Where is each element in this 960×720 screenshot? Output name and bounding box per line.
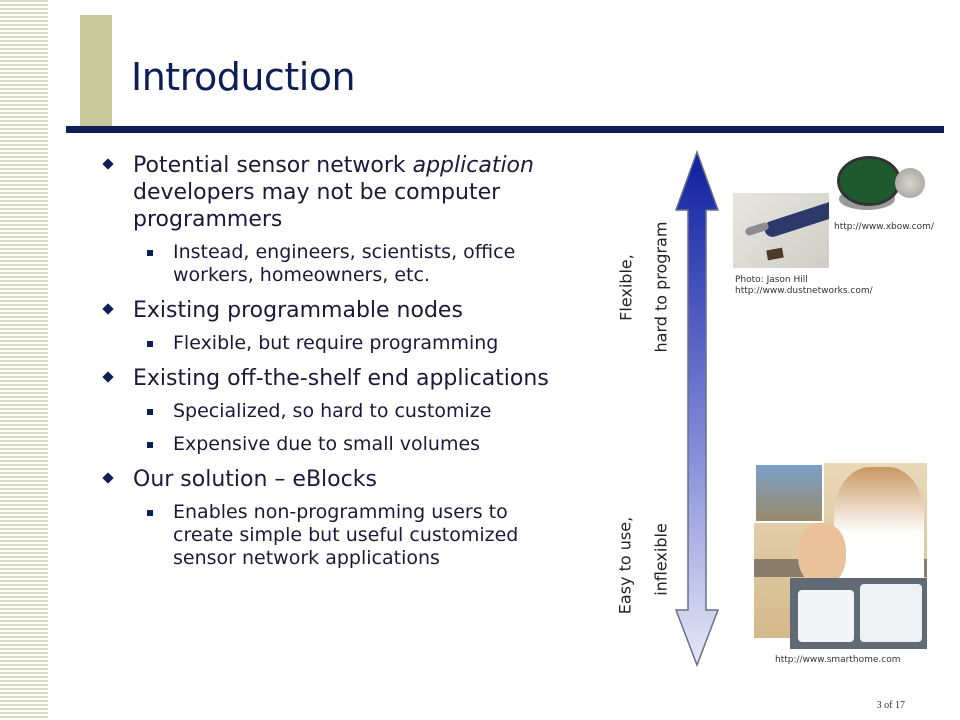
bullet-level1: Existing off-the-shelf end applications bbox=[102, 365, 574, 392]
bullet-level1: Existing programmable nodes bbox=[102, 297, 574, 324]
dust-mote-photo bbox=[733, 193, 829, 268]
left-stripe-decoration bbox=[0, 0, 48, 720]
dustnetworks-url: http://www.dustnetworks.com/ bbox=[735, 286, 873, 296]
sub-bullet-text: Expensive due to small volumes bbox=[173, 433, 481, 455]
bullet-level2: Expensive due to small volumes bbox=[104, 433, 574, 456]
bullet-list: Potential sensor network application dev… bbox=[102, 152, 574, 580]
label-easy-to-use: Easy to use, bbox=[615, 516, 635, 615]
diamond-bullet-icon bbox=[102, 303, 114, 315]
diamond-bullet-icon bbox=[102, 371, 114, 383]
title-accent-bar bbox=[80, 15, 112, 128]
xbow-url: http://www.xbow.com/ bbox=[834, 222, 934, 232]
xbow-mote-photo bbox=[831, 148, 931, 218]
title-underline bbox=[66, 126, 944, 133]
diamond-bullet-icon bbox=[102, 472, 114, 484]
bullet-emphasis: application bbox=[412, 153, 534, 178]
square-bullet-icon bbox=[147, 341, 153, 347]
bullet-level1: Our solution – eBlocks bbox=[102, 466, 574, 493]
bullet-text: Existing programmable nodes bbox=[133, 298, 463, 323]
square-bullet-icon bbox=[147, 442, 153, 448]
sub-bullet-text: Enables non-programming users to create … bbox=[173, 501, 519, 569]
photo-credit: Photo: Jason Hill bbox=[735, 275, 808, 285]
page-number: 3 of 17 bbox=[876, 700, 905, 711]
smarthome-url: http://www.smarthome.com bbox=[775, 655, 901, 665]
bullet-text: Potential sensor network bbox=[133, 153, 413, 178]
diamond-bullet-icon bbox=[102, 158, 114, 170]
square-bullet-icon bbox=[147, 250, 153, 256]
square-bullet-icon bbox=[147, 510, 153, 516]
bullet-level2: Flexible, but require programming bbox=[104, 332, 574, 355]
label-inflexible: inflexible bbox=[651, 523, 671, 596]
sub-bullet-text: Instead, engineers, scientists, office w… bbox=[173, 241, 516, 286]
slide-title: Introduction bbox=[131, 55, 356, 99]
bullet-level2: Instead, engineers, scientists, office w… bbox=[104, 241, 574, 287]
square-bullet-icon bbox=[147, 409, 153, 415]
bullet-level1: Potential sensor network application dev… bbox=[102, 152, 574, 233]
label-hard-to-program: hard to program bbox=[651, 221, 671, 353]
sub-bullet-text: Specialized, so hard to customize bbox=[173, 400, 492, 422]
label-flexible: Flexible, bbox=[616, 254, 636, 321]
bullet-text: Existing off-the-shelf end applications bbox=[133, 366, 549, 391]
bullet-text: developers may not be computer programme… bbox=[133, 180, 501, 232]
smarthome-device-photo bbox=[790, 578, 927, 649]
bullet-level2: Enables non-programming users to create … bbox=[104, 501, 574, 570]
bullet-text: Our solution – eBlocks bbox=[133, 467, 377, 492]
flexibility-scale-arrow bbox=[674, 150, 720, 668]
bullet-level2: Specialized, so hard to customize bbox=[104, 400, 574, 423]
sub-bullet-text: Flexible, but require programming bbox=[173, 332, 499, 354]
